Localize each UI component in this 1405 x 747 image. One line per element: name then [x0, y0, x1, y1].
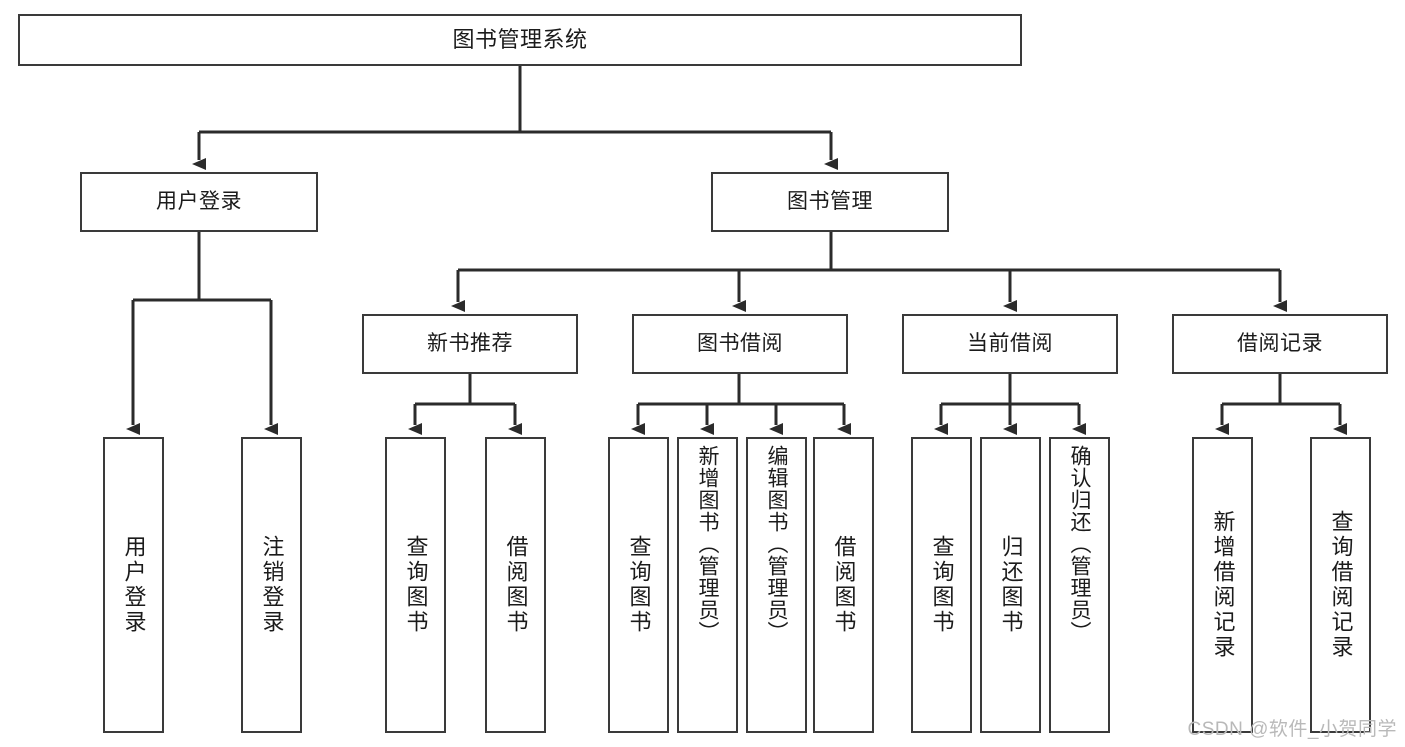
- node-label: 查询图书: [403, 535, 429, 635]
- node-label: 查询图书: [626, 535, 652, 635]
- node-label: 注销登录: [259, 535, 285, 635]
- leaf-borrow-book-recommend[interactable]: 借阅图书: [485, 437, 546, 733]
- node-root-book-management-system[interactable]: 图书管理系统: [18, 14, 1022, 66]
- leaf-user-login[interactable]: 用户登录: [103, 437, 164, 733]
- node-label: 新增借阅记录: [1210, 510, 1236, 660]
- node-label: 编辑图书（管理员）: [765, 445, 788, 643]
- node-label: 查询借阅记录: [1328, 510, 1354, 660]
- node-label: 用户登录: [156, 189, 242, 213]
- node-label: 图书管理系统: [452, 27, 588, 53]
- leaf-query-book-borrow[interactable]: 查询图书: [608, 437, 669, 733]
- node-label: 查询图书: [929, 535, 955, 635]
- node-label: 新增图书（管理员）: [696, 445, 719, 643]
- leaf-return-book[interactable]: 归还图书: [980, 437, 1041, 733]
- node-borrow-record[interactable]: 借阅记录: [1172, 314, 1388, 374]
- node-book-borrow[interactable]: 图书借阅: [632, 314, 848, 374]
- node-current-borrow[interactable]: 当前借阅: [902, 314, 1118, 374]
- leaf-borrow-book-borrow[interactable]: 借阅图书: [813, 437, 874, 733]
- node-user-login[interactable]: 用户登录: [80, 172, 318, 232]
- node-label: 当前借阅: [967, 331, 1053, 355]
- leaf-add-borrow-record[interactable]: 新增借阅记录: [1192, 437, 1253, 733]
- leaf-add-book-admin[interactable]: 新增图书（管理员）: [677, 437, 738, 733]
- leaf-query-borrow-record[interactable]: 查询借阅记录: [1310, 437, 1371, 733]
- leaf-logout-login[interactable]: 注销登录: [241, 437, 302, 733]
- node-label: 图书管理: [787, 189, 873, 213]
- leaf-query-book-current[interactable]: 查询图书: [911, 437, 972, 733]
- node-label: 借阅图书: [831, 535, 857, 635]
- node-label: 确认归还（管理员）: [1068, 445, 1091, 643]
- node-book-manage[interactable]: 图书管理: [711, 172, 949, 232]
- node-label: 用户登录: [121, 535, 147, 635]
- leaf-query-book-recommend[interactable]: 查询图书: [385, 437, 446, 733]
- node-label: 新书推荐: [427, 331, 513, 355]
- node-new-book-recommend[interactable]: 新书推荐: [362, 314, 578, 374]
- node-label: 图书借阅: [697, 331, 783, 355]
- node-label: 归还图书: [998, 535, 1024, 635]
- csdn-watermark: CSDN @软件_小贺同学: [1187, 719, 1397, 740]
- leaf-confirm-return-admin[interactable]: 确认归还（管理员）: [1049, 437, 1110, 733]
- node-label: 借阅记录: [1237, 331, 1323, 355]
- leaf-edit-book-admin[interactable]: 编辑图书（管理员）: [746, 437, 807, 733]
- node-label: 借阅图书: [503, 535, 529, 635]
